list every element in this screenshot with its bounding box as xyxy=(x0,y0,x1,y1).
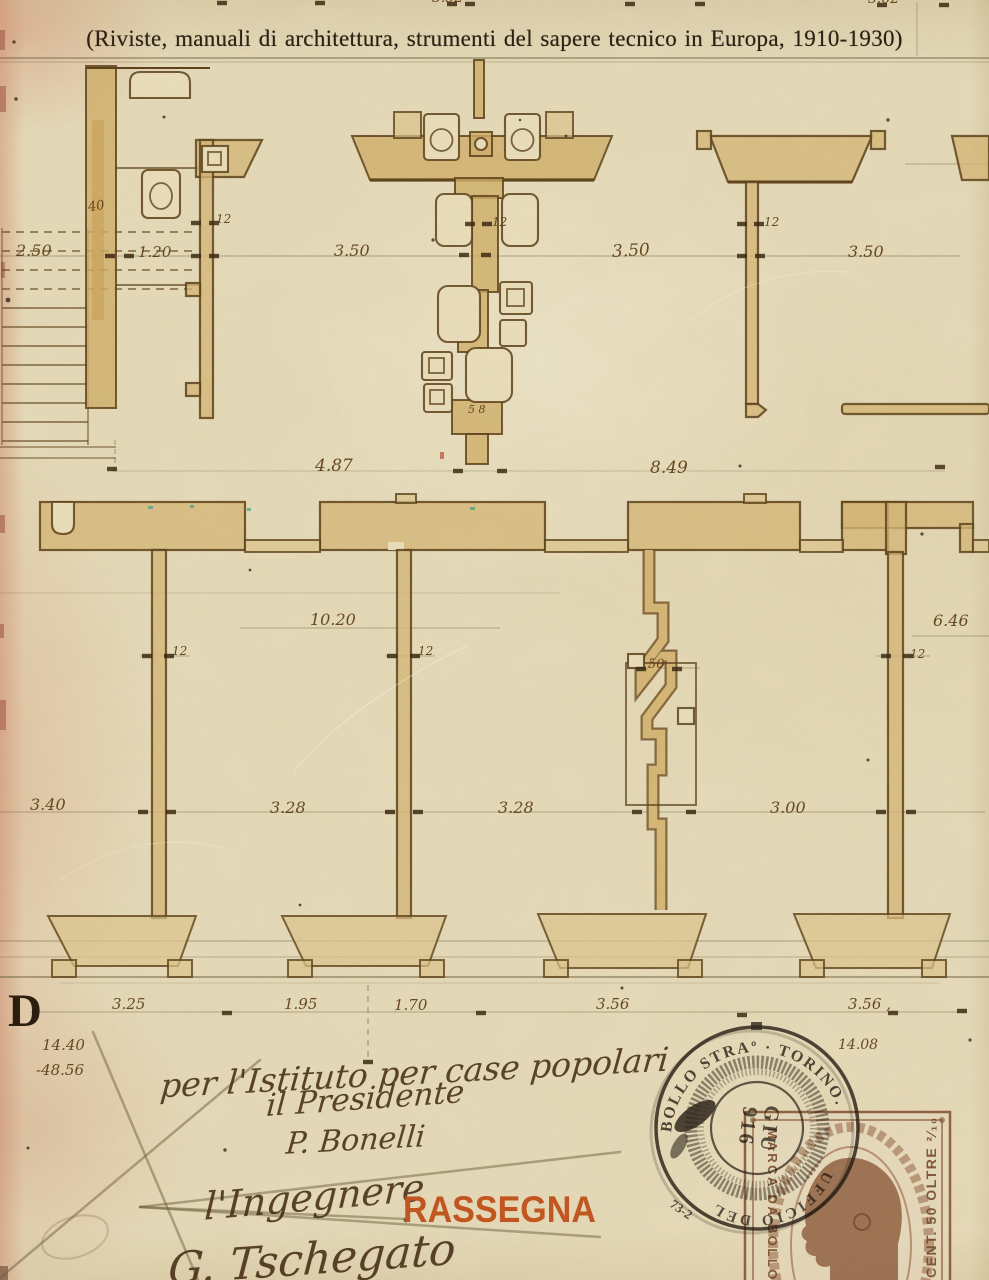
round-stamp-code: 73-2 xyxy=(667,1196,695,1222)
revenue-right-text: CENT. 50 OLTRE ²⁄₁₀ xyxy=(923,1116,939,1278)
round-stamp-center-2: 916 xyxy=(734,1105,763,1148)
